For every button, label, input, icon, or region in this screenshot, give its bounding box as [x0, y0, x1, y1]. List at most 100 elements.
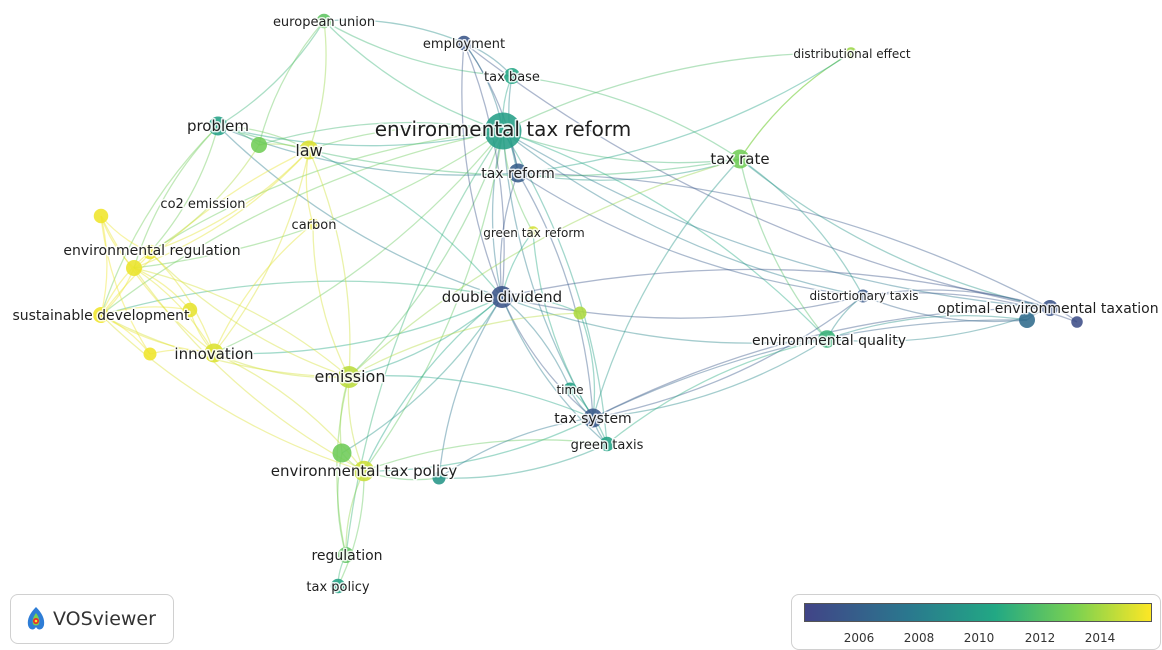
node-law[interactable] [299, 140, 319, 160]
node-etp[interactable] [353, 460, 375, 482]
labels-layer: environmental tax reform double dividend t… [11, 14, 1160, 597]
node-n_teal[interactable] [432, 471, 446, 485]
node-label-innovation[interactable]: innovation [173, 344, 255, 365]
node-dd[interactable] [491, 286, 513, 308]
node-label-oet[interactable]: optimal environmental taxation [936, 300, 1160, 319]
node-label-taxsystem[interactable]: tax system [553, 410, 633, 429]
network-link [213, 223, 314, 354]
node-carbon[interactable] [307, 218, 319, 230]
node-envquality[interactable] [818, 330, 836, 348]
network-link [213, 296, 503, 355]
network-link [217, 20, 325, 127]
node-label-law[interactable]: law [294, 140, 324, 162]
node-etr[interactable] [484, 112, 522, 150]
node-n_lft1[interactable] [93, 208, 109, 224]
node-label-problem[interactable]: problem [185, 116, 250, 137]
node-gtr[interactable] [527, 226, 539, 238]
node-n_oet2[interactable] [1071, 316, 1083, 328]
node-n_sd2[interactable] [182, 302, 198, 318]
node-label-envquality[interactable]: environmental quality [751, 332, 908, 351]
node-n_mid[interactable] [573, 306, 587, 320]
network-link [308, 149, 503, 298]
node-label-envreg[interactable]: environmental regulation [62, 242, 242, 261]
node-n_ltop[interactable] [251, 137, 267, 153]
network-link [606, 338, 828, 445]
node-time[interactable] [563, 382, 577, 396]
network-link [517, 158, 741, 181]
node-distrib[interactable] [845, 47, 857, 59]
node-tr[interactable] [508, 163, 528, 183]
node-co2[interactable] [142, 244, 158, 260]
network-link [363, 439, 608, 472]
network-link [133, 267, 215, 354]
network-link [739, 158, 1051, 309]
node-label-tr[interactable]: tax reform [480, 165, 557, 184]
network-link [323, 20, 513, 77]
network-link [149, 251, 215, 354]
node-label-taxbase[interactable]: tax base [483, 69, 542, 87]
legend-tick: 2012 [1024, 631, 1056, 645]
network-link [739, 158, 828, 340]
node-employment[interactable] [456, 35, 472, 51]
network-link [501, 296, 594, 419]
node-problem[interactable] [208, 116, 228, 136]
node-sd[interactable] [93, 307, 109, 323]
node-label-distrib[interactable]: distributional effect [792, 46, 913, 63]
node-eu[interactable] [316, 13, 332, 29]
node-label-emission[interactable]: emission [313, 366, 387, 388]
node-label-co2[interactable]: co2 emission [159, 196, 247, 214]
node-label-carbon[interactable]: carbon [290, 217, 338, 235]
network-link [100, 314, 215, 354]
network-link [501, 268, 1051, 309]
network-link [348, 312, 581, 378]
node-n_oet1[interactable] [1019, 312, 1035, 328]
network-link [100, 314, 365, 472]
node-taxbase[interactable] [504, 68, 520, 84]
network-link [491, 130, 504, 298]
node-emission[interactable] [338, 366, 360, 388]
node-oet[interactable] [1042, 300, 1058, 316]
network-link [149, 149, 310, 253]
network-link [133, 267, 350, 378]
network-link [308, 126, 504, 151]
network-link [341, 296, 503, 454]
node-label-regulation[interactable]: regulation [310, 547, 384, 566]
network-link [511, 75, 741, 160]
node-label-eu[interactable]: european union [271, 14, 376, 32]
network-link [499, 172, 519, 298]
network-link [217, 125, 310, 151]
node-label-disttax[interactable]: distortionary taxis [808, 288, 920, 305]
node-label-greentaxis[interactable]: green taxis [569, 437, 645, 455]
node-label-time[interactable]: time [555, 382, 585, 399]
node-disttax[interactable] [856, 289, 870, 303]
color-scale-bar [804, 603, 1152, 622]
network-link [592, 338, 828, 419]
network-link [862, 289, 1051, 309]
node-envreg[interactable] [126, 260, 142, 276]
node-taxrate[interactable] [730, 149, 750, 169]
node-label-taxrate[interactable]: tax rate [709, 149, 771, 170]
node-label-dd[interactable]: double dividend [440, 287, 563, 308]
node-label-sd[interactable]: sustainable development [11, 307, 192, 326]
network-link [133, 125, 219, 269]
node-label-gtr[interactable]: green tax reform [482, 225, 586, 242]
node-label-etr[interactable]: environmental tax reform [373, 116, 633, 143]
vosviewer-logo-icon [27, 607, 45, 630]
network-link [363, 296, 503, 472]
node-label-taxpolicy[interactable]: tax policy [305, 579, 371, 597]
node-regulation[interactable] [338, 547, 354, 563]
network-link [463, 42, 519, 174]
network-link [323, 20, 504, 132]
node-innovation[interactable] [204, 343, 224, 363]
node-greentaxis[interactable] [599, 436, 615, 452]
node-n_lft2[interactable] [143, 347, 157, 361]
node-label-employment[interactable]: employment [421, 36, 506, 54]
network-link [502, 130, 828, 340]
node-taxsystem[interactable] [583, 408, 603, 428]
network-link [592, 319, 1028, 419]
node-n_etp2[interactable] [332, 443, 352, 463]
node-taxpolicy[interactable] [330, 578, 346, 594]
network-link [100, 314, 350, 378]
node-label-etp[interactable]: environmental tax policy [269, 461, 459, 482]
